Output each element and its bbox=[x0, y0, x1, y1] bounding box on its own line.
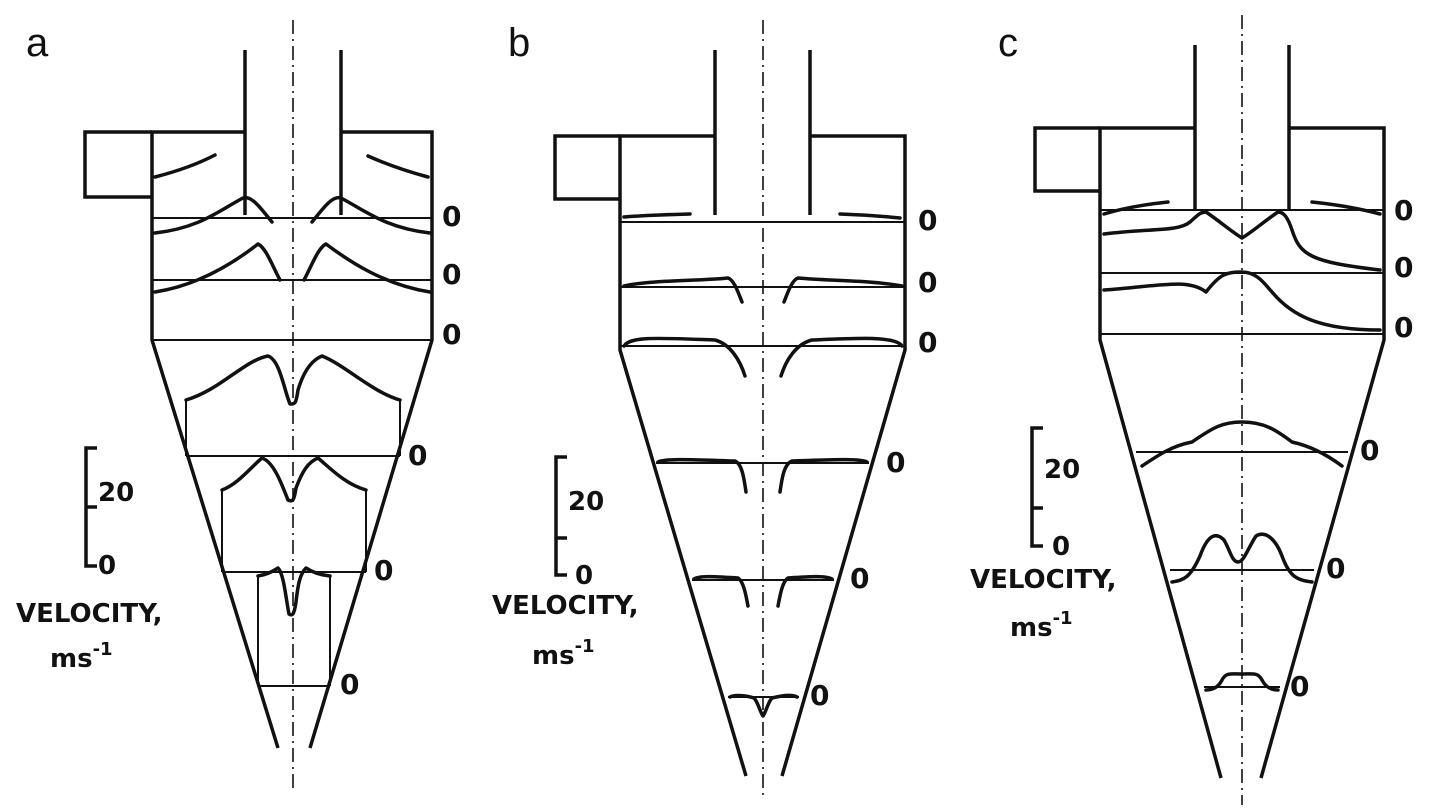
panel-b-profile-5-left bbox=[692, 574, 750, 608]
panel-b-scale-top-label: 20 bbox=[568, 487, 604, 517]
panel-b-scale-bar bbox=[554, 455, 567, 577]
panel-b-profile-4-right bbox=[778, 457, 869, 494]
panel-b-zero-6: 0 bbox=[810, 679, 829, 712]
panel-a-profile-1-left bbox=[153, 195, 274, 235]
panel-c-zero-labels: 0 0 0 0 0 0 bbox=[1290, 194, 1413, 703]
panel-c-zero-6: 0 bbox=[1360, 434, 1379, 467]
panel-b-inlet bbox=[553, 134, 620, 201]
panel-c-profile-5 bbox=[1170, 532, 1314, 584]
panel-c-velocity-scale: 20 0 VELOCITY, ms-1 bbox=[970, 426, 1117, 643]
panel-b: b 0 bbox=[492, 20, 937, 800]
panel-c-profile-2 bbox=[1102, 270, 1382, 332]
panel-b-wall-left bbox=[618, 134, 748, 777]
panel-a-profile-2-left bbox=[153, 242, 282, 294]
panel-b-profile-6 bbox=[728, 693, 799, 718]
panel-c-zero-4: 0 bbox=[1326, 552, 1345, 585]
panel-b-cyclone-body bbox=[553, 20, 907, 800]
panel-c-profile-1 bbox=[1102, 210, 1382, 272]
panel-a-velocity-scale: 20 0 VELOCITY, ms-1 bbox=[16, 446, 163, 674]
panel-c: c 0 0 0 0 bbox=[970, 15, 1413, 805]
panel-b-profile-3-left bbox=[622, 336, 747, 378]
panel-a-zero-4: 0 bbox=[408, 439, 427, 472]
panel-a-scale-top-label: 20 bbox=[98, 478, 134, 508]
panel-b-profile-5-right bbox=[776, 574, 834, 608]
panel-b-profile-1-right bbox=[838, 212, 902, 220]
panel-a-velocity-profiles bbox=[153, 153, 432, 617]
panel-b-profile-2-left bbox=[622, 276, 744, 304]
panel-a-profile-0-left bbox=[153, 153, 217, 179]
panel-c-zero-3: 0 bbox=[1394, 311, 1413, 344]
panel-b-zero-4: 0 bbox=[886, 446, 905, 479]
panel-a-zero-2: 0 bbox=[442, 258, 461, 291]
panel-b-profile-4-left bbox=[656, 457, 748, 494]
panel-b-zero-3: 0 bbox=[918, 326, 937, 359]
panel-a-profile-5 bbox=[220, 456, 368, 503]
panel-a-profile-2-right bbox=[302, 242, 432, 294]
panel-a: a bbox=[16, 20, 461, 790]
panel-c-profile-0-right bbox=[1310, 200, 1382, 216]
panel-b-unit-line1: VELOCITY, bbox=[492, 591, 639, 621]
panel-c-unit-line2: ms-1 bbox=[1010, 608, 1073, 643]
panel-b-profile-3-right bbox=[779, 336, 904, 378]
panel-c-letter: c bbox=[998, 21, 1018, 65]
panel-a-unit-line2: ms-1 bbox=[50, 639, 113, 674]
panel-a-letter: a bbox=[26, 21, 49, 65]
panel-c-zero-5: 0 bbox=[1290, 670, 1309, 703]
panel-b-zero-5: 0 bbox=[850, 562, 869, 595]
panel-b-unit-line2: ms-1 bbox=[532, 636, 595, 671]
panel-a-wall-right bbox=[308, 130, 434, 749]
panel-b-letter: b bbox=[508, 21, 530, 65]
panel-b-zero-labels: 0 0 0 0 0 0 bbox=[810, 204, 937, 712]
panel-a-profile-6 bbox=[256, 566, 332, 617]
panel-c-zero-2: 0 bbox=[1394, 251, 1413, 284]
panel-c-cyclone-body bbox=[1033, 15, 1386, 805]
panel-c-zero-1: 0 bbox=[1394, 194, 1413, 227]
panel-c-wall-left bbox=[1098, 126, 1223, 779]
panel-b-profile-1-left bbox=[622, 212, 692, 219]
panel-a-profile-1-right bbox=[310, 195, 432, 235]
panel-a-profile-4 bbox=[184, 354, 402, 406]
panel-c-scale-top-label: 20 bbox=[1044, 455, 1080, 485]
panel-b-profile-2-right bbox=[782, 276, 904, 304]
panel-a-cyclone-body bbox=[83, 20, 434, 790]
panel-b-scale-bottom-label: 0 bbox=[575, 561, 593, 591]
panel-b-zero-1: 0 bbox=[918, 204, 937, 237]
panel-a-zero-labels: 0 0 0 0 0 0 bbox=[340, 200, 461, 701]
panel-a-profile-0-right bbox=[366, 154, 430, 179]
panel-c-scale-bar bbox=[1030, 426, 1043, 548]
panel-c-scale-bottom-label: 0 bbox=[1052, 532, 1070, 562]
panel-c-inlet bbox=[1033, 126, 1100, 193]
panel-b-wall-right bbox=[780, 134, 907, 777]
panel-a-zero-6: 0 bbox=[340, 668, 359, 701]
panel-a-zero-3: 0 bbox=[442, 318, 461, 351]
panel-c-velocity-profiles bbox=[1102, 200, 1382, 692]
panel-c-unit-line1: VELOCITY, bbox=[970, 565, 1117, 595]
panel-a-wall-left bbox=[150, 130, 280, 749]
panel-c-profile-6 bbox=[1204, 672, 1280, 692]
panel-c-wall-right bbox=[1259, 126, 1386, 779]
panel-c-profile-0-left bbox=[1102, 200, 1170, 216]
panel-a-zero-1: 0 bbox=[442, 200, 461, 233]
panel-b-velocity-profiles bbox=[622, 212, 904, 718]
panel-a-inlet bbox=[83, 130, 152, 199]
panel-c-profile-4 bbox=[1140, 420, 1344, 468]
panel-a-unit-line1: VELOCITY, bbox=[16, 599, 163, 629]
panel-b-zero-2: 0 bbox=[918, 266, 937, 299]
panel-b-velocity-scale: 20 0 VELOCITY, ms-1 bbox=[492, 455, 639, 671]
panel-a-zero-5: 0 bbox=[374, 554, 393, 587]
panel-a-scale-bottom-label: 0 bbox=[98, 551, 116, 581]
